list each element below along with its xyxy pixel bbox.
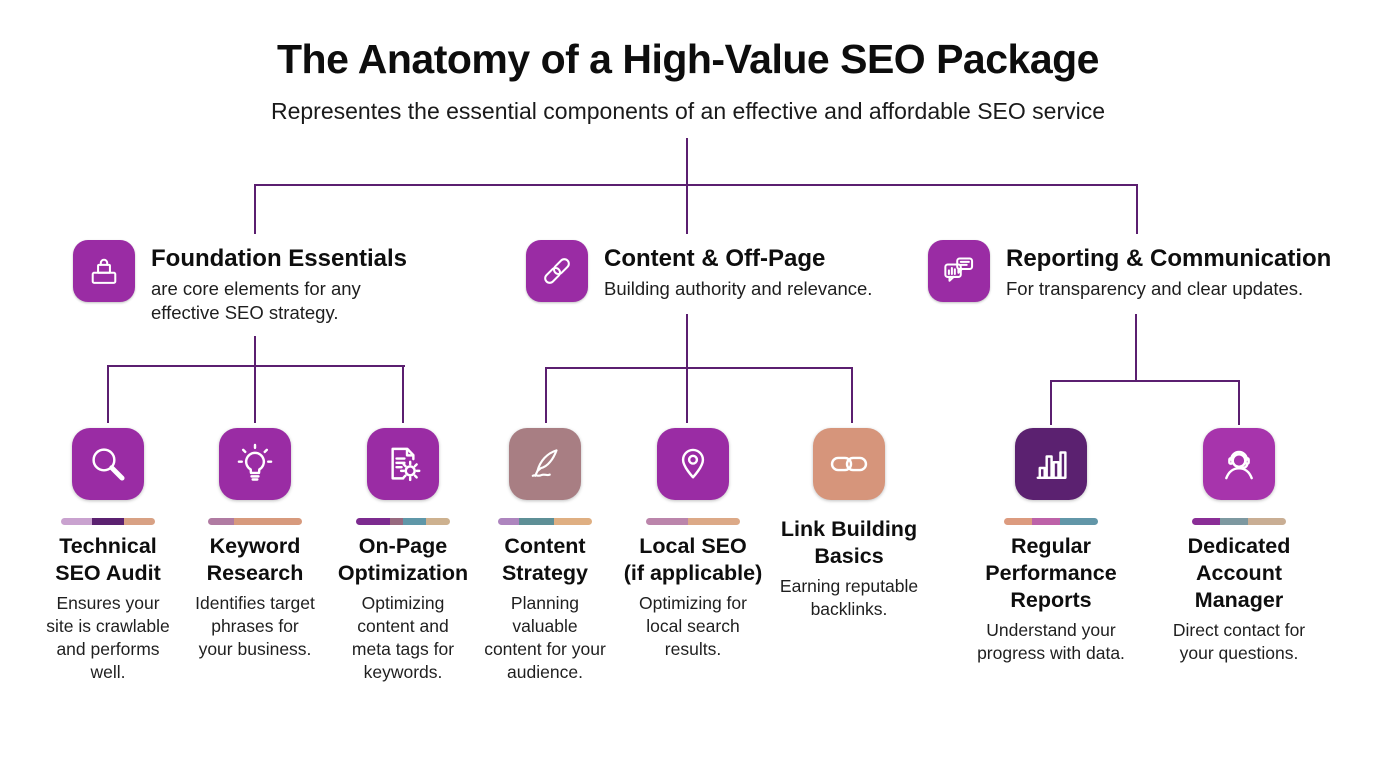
connector-line bbox=[686, 314, 688, 369]
page-title: The Anatomy of a High-Value SEO Package bbox=[277, 36, 1099, 82]
chain-horizontal-icon bbox=[813, 428, 885, 500]
palette-bar-segment bbox=[688, 518, 740, 525]
connector-line bbox=[254, 336, 256, 367]
branch-title: Foundation Essentials bbox=[151, 245, 408, 272]
child-dedicated-account-manager: Dedicated Account Manager Direct contact… bbox=[1149, 428, 1329, 665]
child-title: Content Strategy bbox=[501, 534, 589, 586]
child-keyword-research: Keyword Research Identifies target phras… bbox=[165, 428, 345, 661]
child-description: Identifies target phrases for your busin… bbox=[195, 593, 315, 660]
foundation-blocks-icon bbox=[73, 240, 135, 302]
branch-description: For transparency and clear updates. bbox=[1006, 277, 1304, 299]
connector-line bbox=[1135, 314, 1137, 382]
child-local-seo: Local SEO (if applicable) Optimizing for… bbox=[603, 428, 783, 661]
connector-line bbox=[686, 138, 688, 185]
connector-line bbox=[686, 367, 688, 423]
child-title: Local SEO (if applicable) bbox=[623, 534, 763, 586]
palette-bar bbox=[208, 518, 302, 525]
palette-bar-segment bbox=[356, 518, 390, 525]
palette-bar-segment bbox=[389, 518, 403, 525]
palette-bar bbox=[1192, 518, 1286, 525]
palette-bar bbox=[498, 518, 592, 525]
child-title: Keyword Research bbox=[206, 534, 304, 586]
child-regular-performance-reports: Regular Performance Reports Understand y… bbox=[961, 428, 1141, 665]
palette-bar bbox=[356, 518, 450, 525]
branch-foundation-essentials: Foundation Essentials are core elements … bbox=[73, 240, 407, 325]
child-technical-seo-audit: Technical SEO Audit Ensures your site is… bbox=[18, 428, 198, 685]
connector-line bbox=[851, 367, 853, 423]
palette-bar bbox=[646, 518, 740, 525]
child-content-strategy: Content Strategy Planning valuable conte… bbox=[455, 428, 635, 685]
palette-bar-segment bbox=[1220, 518, 1249, 525]
child-description: Ensures your site is crawlable and perfo… bbox=[46, 593, 170, 683]
branch-title: Content & Off-Page bbox=[604, 245, 826, 272]
child-title: Link Building Basics bbox=[780, 517, 918, 569]
palette-bar-segment bbox=[123, 518, 155, 525]
palette-bar-segment bbox=[1060, 518, 1098, 525]
child-description: Direct contact for your questions. bbox=[1172, 620, 1306, 664]
connector-line bbox=[1050, 380, 1240, 382]
child-title: Regular Performance Reports bbox=[985, 534, 1117, 613]
branch-title: Reporting & Communication bbox=[1006, 245, 1332, 272]
map-pin-icon bbox=[657, 428, 729, 500]
connector-line bbox=[402, 365, 404, 423]
child-title: Technical SEO Audit bbox=[55, 534, 161, 586]
child-description: Optimizing content and meta tags for key… bbox=[351, 593, 455, 683]
palette-bar-segment bbox=[403, 518, 426, 525]
page-subtitle: Representes the essential components of … bbox=[270, 98, 1106, 124]
child-description: Earning reputable backlinks. bbox=[779, 576, 919, 620]
palette-bar-segment bbox=[61, 518, 93, 525]
palette-bar-segment bbox=[1032, 518, 1061, 525]
lightbulb-icon bbox=[219, 428, 291, 500]
connector-line bbox=[686, 184, 688, 234]
palette-bar-segment bbox=[518, 518, 555, 525]
palette-bar-segment bbox=[646, 518, 689, 525]
child-link-building-basics: Link Building Basics Earning reputable b… bbox=[759, 428, 939, 621]
headset-person-icon bbox=[1203, 428, 1275, 500]
connector-line bbox=[254, 184, 256, 234]
palette-bar-segment bbox=[92, 518, 124, 525]
palette-bar-segment bbox=[554, 518, 592, 525]
connector-line bbox=[1136, 184, 1138, 234]
palette-bar-segment bbox=[1004, 518, 1033, 525]
palette-bar bbox=[61, 518, 155, 525]
child-description: Optimizing for local search results. bbox=[639, 593, 747, 660]
branch-description: are core elements for any effective SEO … bbox=[151, 277, 361, 323]
connector-line bbox=[1238, 380, 1240, 425]
connector-line bbox=[254, 184, 1138, 186]
connector-line bbox=[545, 367, 547, 423]
child-title: On-Page Optimization bbox=[337, 534, 469, 586]
palette-bar-segment bbox=[425, 518, 450, 525]
connector-line bbox=[545, 367, 853, 369]
connector-line bbox=[254, 365, 256, 423]
palette-bar-segment bbox=[234, 518, 302, 525]
chat-report-icon bbox=[928, 240, 990, 302]
connector-line bbox=[107, 365, 405, 367]
palette-bar-segment bbox=[208, 518, 235, 525]
connector-line bbox=[1050, 380, 1052, 425]
palette-bar-segment bbox=[1192, 518, 1221, 525]
branch-reporting-communication: Reporting & Communication For transparen… bbox=[928, 240, 1331, 302]
magnifier-icon bbox=[72, 428, 144, 500]
palette-bar-segment bbox=[498, 518, 519, 525]
child-title: Dedicated Account Manager bbox=[1187, 534, 1291, 613]
bar-chart-icon bbox=[1015, 428, 1087, 500]
chain-link-icon bbox=[526, 240, 588, 302]
branch-content-off-page: Content & Off-Page Building authority an… bbox=[526, 240, 872, 302]
palette-bar-segment bbox=[1248, 518, 1286, 525]
child-description: Understand your progress with data. bbox=[977, 620, 1125, 664]
child-description: Planning valuable content for your audie… bbox=[484, 593, 606, 683]
child-on-page-optimization: On-Page Optimization Optimizing content … bbox=[313, 428, 493, 685]
quill-icon bbox=[509, 428, 581, 500]
document-gear-icon bbox=[367, 428, 439, 500]
branch-description: Building authority and relevance. bbox=[604, 277, 873, 299]
connector-line bbox=[107, 365, 109, 423]
palette-bar bbox=[1004, 518, 1098, 525]
